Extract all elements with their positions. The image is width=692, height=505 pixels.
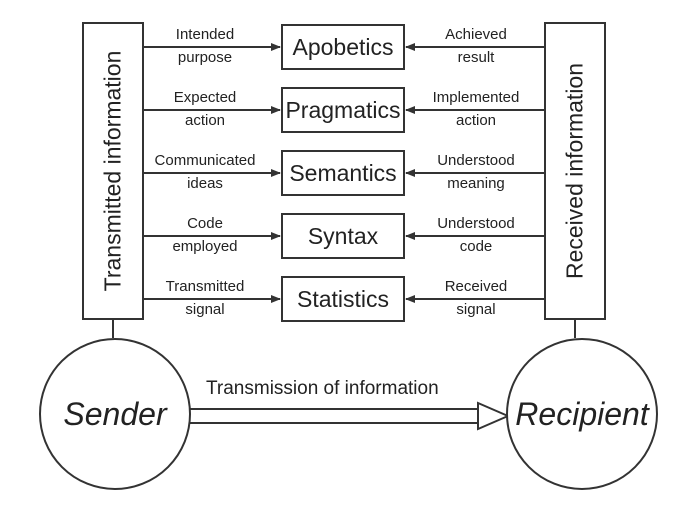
level-box-statistics: Statistics (281, 276, 405, 322)
right-label-line: signal (456, 301, 496, 318)
recipient-label: Recipient (515, 395, 649, 432)
left-label-line: signal (185, 301, 225, 318)
right-label-statistics: Received signal (418, 275, 534, 321)
level-box-apobetics: Apobetics (281, 24, 405, 70)
right-label-semantics: Understood meaning (418, 149, 534, 195)
received-information-label: Received information (561, 62, 588, 280)
left-label-line: Intended (175, 26, 235, 43)
level-box-semantics: Semantics (281, 150, 405, 196)
left-label-line: Expected (173, 89, 237, 106)
right-label-apobetics: Achieved result (418, 23, 534, 69)
level-box-pragmatics: Pragmatics (281, 87, 405, 133)
left-label-semantics: Communicated ideas (146, 149, 264, 195)
left-label-line: purpose (177, 49, 233, 66)
left-label-line: employed (172, 238, 238, 255)
right-label-line: meaning (447, 175, 505, 192)
left-label-line: action (184, 112, 226, 129)
right-label-syntax: Understood code (418, 212, 534, 258)
left-label-syntax: Code employed (146, 212, 264, 258)
transmitted-information-column: Transmitted information (82, 22, 144, 320)
right-label-line: Understood (437, 152, 515, 169)
recipient-circle: Recipient (506, 338, 658, 490)
right-label-line: result (457, 49, 495, 66)
left-label-line: Transmitted (165, 278, 245, 295)
left-label-line: Code (187, 215, 223, 232)
left-label-apobetics: Intended purpose (146, 23, 264, 69)
right-label-line: Received (444, 278, 508, 295)
right-label-line: Implemented (432, 89, 520, 106)
received-information-column: Received information (544, 22, 606, 320)
right-label-line: Achieved (445, 26, 507, 43)
right-label-line: Understood (437, 215, 515, 232)
sender-label: Sender (63, 395, 167, 432)
left-label-statistics: Transmitted signal (146, 275, 264, 321)
sender-circle: Sender (39, 338, 191, 490)
level-box-syntax: Syntax (281, 213, 405, 259)
left-label-line: Communicated (154, 152, 256, 169)
left-label-pragmatics: Expected action (146, 86, 264, 132)
right-label-line: code (459, 238, 493, 255)
left-label-line: ideas (187, 175, 223, 192)
right-label-pragmatics: Implemented action (418, 86, 534, 132)
transmission-label: Transmission of information (206, 378, 439, 399)
transmission-arrow-head (477, 401, 511, 431)
right-label-line: action (455, 112, 497, 129)
transmitted-information-label: Transmitted information (99, 50, 126, 292)
